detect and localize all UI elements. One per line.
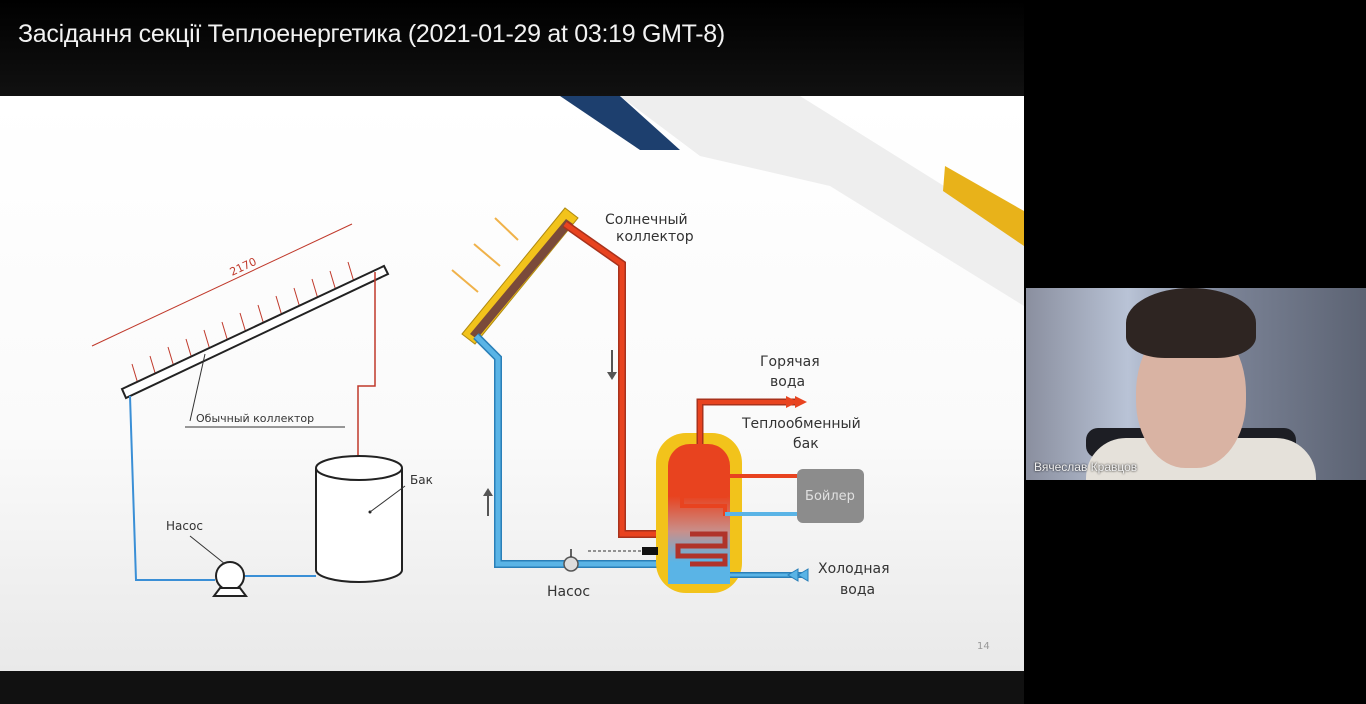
- solar-system-diagram: Солнечный коллектор Бойлер Горячая вода …: [451, 207, 890, 600]
- decor-grey-stripe: [620, 96, 1024, 306]
- decor-gold-stripe: [943, 166, 1024, 246]
- collector-label: Обычный коллектор: [196, 412, 314, 425]
- meeting-title: Засідання секції Теплоенергетика (2021-0…: [18, 20, 725, 48]
- cold-pipe: [129, 395, 215, 581]
- decor-navy-stripe: [560, 96, 680, 150]
- hot-water-label-1: Горячая: [760, 354, 820, 370]
- pump-label-right: Насос: [547, 584, 590, 600]
- pump-icon: [563, 556, 579, 572]
- participant-name: Вячеслав Кравцов: [1034, 460, 1138, 474]
- cold-water-label-2: вода: [840, 582, 875, 598]
- solar-coil: [675, 531, 728, 567]
- hot-water-label-2: вода: [770, 374, 805, 390]
- boiler-coil: [680, 474, 797, 516]
- boiler-box: [797, 469, 864, 523]
- cold-water-label-1: Холодная: [818, 561, 890, 577]
- boiler-label: Бойлер: [805, 489, 855, 504]
- pump-icon: [215, 561, 245, 591]
- tank: [315, 468, 403, 583]
- video-title-bar: Засідання секції Теплоенергетика (2021-0…: [0, 0, 1024, 96]
- solar-collector-label-1: Солнечный: [605, 212, 688, 228]
- tank-label-1: Теплообменный: [741, 416, 861, 432]
- tank-label: Бак: [410, 473, 433, 487]
- tank-label-2: бак: [793, 436, 819, 452]
- presentation-slide: 2170 Обычный коллектор Бак Насос: [0, 96, 1024, 671]
- slide-number: 14: [977, 641, 990, 652]
- flat-collector: [120, 264, 390, 400]
- pump-label: Насос: [166, 519, 203, 533]
- solar-collector-label-2: коллектор: [616, 229, 694, 245]
- webcam-person-hair: [1126, 288, 1256, 358]
- hot-pipe: [357, 272, 376, 456]
- video-bottom-bar: [0, 671, 1024, 704]
- conventional-collector-diagram: 2170 Обычный коллектор Бак Насос: [91, 223, 433, 597]
- participant-video-tile[interactable]: Вячеслав Кравцов: [1026, 288, 1366, 480]
- slide-diagram: 2170 Обычный коллектор Бак Насос: [91, 96, 1024, 652]
- dimension-line: [91, 223, 353, 347]
- sensor: [642, 547, 658, 555]
